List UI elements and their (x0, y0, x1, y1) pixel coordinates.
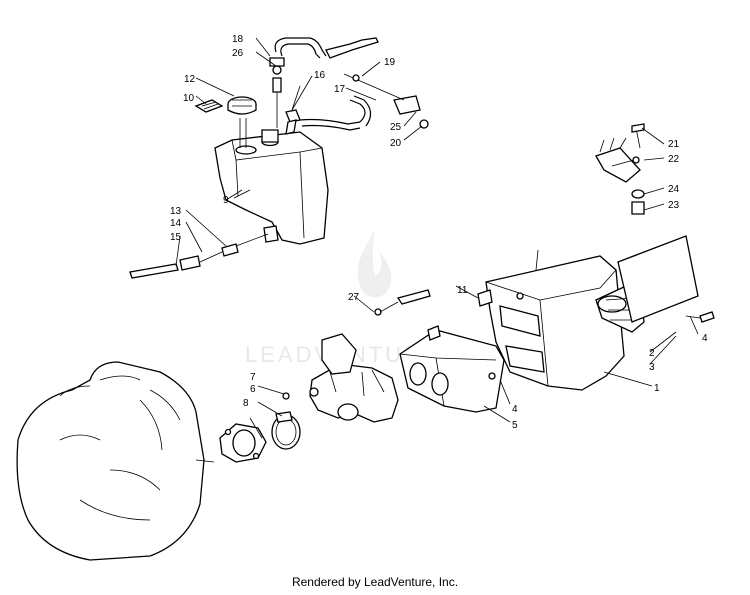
engine (16, 361, 215, 561)
callout-labels: 1 2 3 4 4 5 6 7 8 9 10 11 12 13 14 15 16… (170, 34, 708, 431)
callout-14: 14 (170, 218, 182, 229)
intake-clamp (271, 392, 301, 450)
callout-19: 19 (384, 57, 396, 68)
air-silencer-box (485, 255, 625, 391)
callout-4-center: 4 (512, 404, 518, 415)
leader-lines (175, 37, 699, 439)
callout-10: 10 (183, 93, 195, 104)
oil-tank (214, 129, 329, 245)
callout-13: 13 (170, 206, 182, 217)
callout-3: 3 (649, 362, 655, 373)
callout-21: 21 (668, 139, 680, 150)
footer-credit: Rendered by LeadVenture, Inc. (291, 575, 459, 589)
hose-clamp-bracket (343, 73, 429, 129)
callout-7: 7 (250, 372, 256, 383)
callout-6: 6 (250, 384, 256, 395)
air-adapter (399, 325, 505, 413)
bracket-11 (477, 289, 493, 307)
screw-27 (374, 289, 431, 316)
oil-pump-line (129, 233, 269, 279)
callout-4-right: 4 (702, 333, 708, 344)
callout-22: 22 (668, 154, 680, 165)
callout-25: 25 (390, 122, 402, 133)
callout-15: 15 (170, 232, 182, 243)
callout-12: 12 (184, 74, 196, 85)
cap-gasket (194, 99, 224, 113)
tank-cap (227, 96, 257, 148)
callout-2: 2 (649, 348, 655, 359)
primer-valve (535, 123, 645, 271)
oil-hose (299, 95, 372, 131)
callout-26: 26 (232, 48, 244, 59)
callout-16: 16 (314, 70, 326, 81)
callout-9: 9 (223, 195, 229, 206)
vent-line (269, 37, 379, 128)
callout-23: 23 (668, 200, 680, 211)
oil-line-fitting (285, 85, 301, 135)
callout-17: 17 (334, 84, 346, 95)
callout-1: 1 (654, 383, 660, 394)
screw-4-right (685, 311, 715, 323)
carburetor (309, 333, 399, 423)
callout-11: 11 (457, 285, 468, 296)
intake-flange (219, 423, 267, 463)
callout-8: 8 (243, 398, 249, 409)
callout-5: 5 (512, 420, 518, 431)
callout-20: 20 (390, 138, 402, 149)
callout-27: 27 (348, 292, 360, 303)
callout-18: 18 (232, 34, 244, 45)
silencer-screen (617, 235, 699, 323)
callout-24: 24 (668, 184, 680, 195)
